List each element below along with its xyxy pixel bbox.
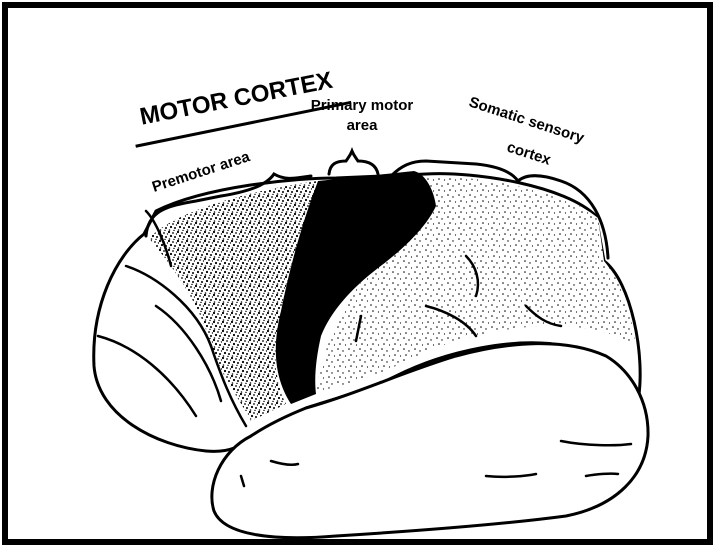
somatic-sensory-label-line2: cortex	[505, 139, 554, 169]
primary-motor-label-line2: area	[347, 117, 379, 134]
diagram-title: MOTOR CORTEX	[138, 67, 335, 131]
primary-motor-label-line1: Primary motor	[311, 97, 414, 114]
brain-diagram: MOTOR CORTEX Premotor area Primary motor…	[6, 6, 713, 545]
somatic-sensory-label-line1: Somatic sensory	[467, 94, 587, 147]
